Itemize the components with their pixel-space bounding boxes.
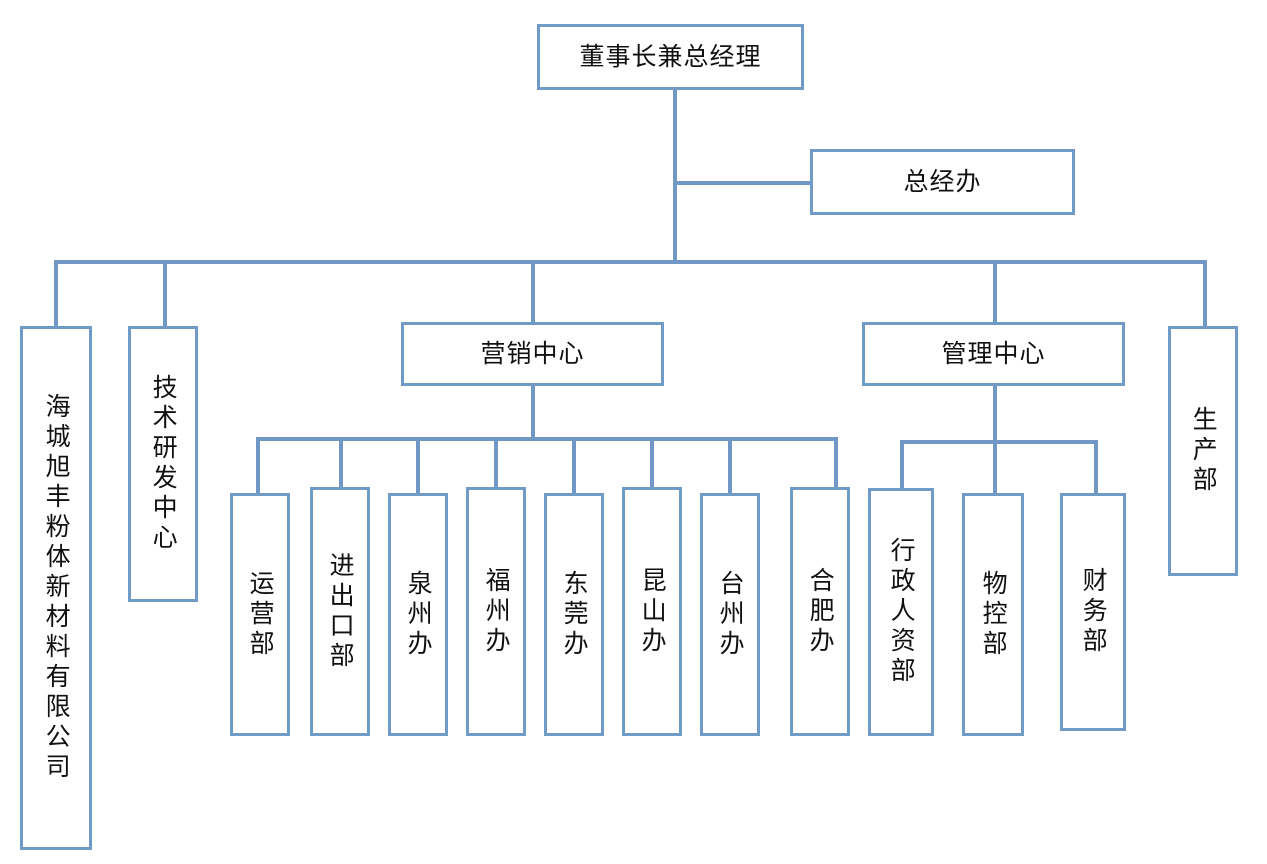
node-ceo[interactable]: 董事长兼总经理 xyxy=(537,24,804,90)
connector-drop-management xyxy=(993,260,997,322)
connector-ceo-to-gm-office xyxy=(673,181,813,185)
connector-drop-marketing xyxy=(531,260,535,322)
node-marketing-child-2[interactable]: 进出口部 xyxy=(310,487,370,736)
node-management-child-2-label: 物控部 xyxy=(979,569,1009,660)
node-management-center[interactable]: 管理中心 xyxy=(862,322,1125,386)
node-management-child-1[interactable]: 行政人资部 xyxy=(868,488,934,736)
connector-management-bus xyxy=(900,440,1098,444)
node-marketing-child-7[interactable]: 台州办 xyxy=(700,493,760,736)
node-marketing-child-2-label: 进出口部 xyxy=(326,551,356,672)
connector-marketing-trunk xyxy=(531,386,535,441)
node-management-center-label: 管理中心 xyxy=(941,339,1046,369)
node-marketing-child-5-label: 东莞办 xyxy=(560,569,590,660)
node-rnd-center-label: 技术研发中心 xyxy=(149,374,179,554)
node-production-dept[interactable]: 生产部 xyxy=(1168,326,1238,576)
node-ceo-label: 董事长兼总经理 xyxy=(579,42,762,72)
connector-drop-rnd xyxy=(163,260,167,326)
node-management-child-2[interactable]: 物控部 xyxy=(962,493,1024,736)
node-marketing-child-5[interactable]: 东莞办 xyxy=(544,493,604,736)
node-marketing-child-4[interactable]: 福州办 xyxy=(466,487,526,736)
node-rnd-center[interactable]: 技术研发中心 xyxy=(128,326,198,602)
node-company[interactable]: 海城旭丰粉体新材料有限公司 xyxy=(20,326,92,850)
connector-main-bus xyxy=(54,260,1207,264)
connector-drop-management-3 xyxy=(1094,440,1098,493)
node-gm-office[interactable]: 总经办 xyxy=(810,149,1075,215)
connector-drop-marketing-4 xyxy=(494,437,498,487)
node-company-label: 海城旭丰粉体新材料有限公司 xyxy=(42,393,72,783)
node-marketing-child-6-label: 昆山办 xyxy=(638,566,668,657)
node-management-child-3[interactable]: 财务部 xyxy=(1060,493,1126,731)
node-marketing-child-1-label: 运营部 xyxy=(246,569,276,660)
connector-drop-production xyxy=(1203,260,1207,326)
node-marketing-child-7-label: 台州办 xyxy=(716,569,746,660)
node-marketing-center[interactable]: 营销中心 xyxy=(401,322,664,386)
node-marketing-child-4-label: 福州办 xyxy=(482,566,512,657)
node-gm-office-label: 总经办 xyxy=(903,167,982,197)
node-marketing-child-1[interactable]: 运营部 xyxy=(230,493,290,736)
connector-drop-marketing-8 xyxy=(834,437,838,487)
node-marketing-child-3[interactable]: 泉州办 xyxy=(388,493,448,736)
connector-ceo-trunk xyxy=(673,89,677,264)
connector-drop-marketing-7 xyxy=(728,437,732,493)
node-management-child-1-label: 行政人资部 xyxy=(887,537,917,687)
node-marketing-child-6[interactable]: 昆山办 xyxy=(622,487,682,736)
connector-drop-marketing-2 xyxy=(339,437,343,487)
node-management-child-3-label: 财务部 xyxy=(1079,567,1109,657)
connector-drop-marketing-1 xyxy=(256,437,260,493)
connector-drop-management-2 xyxy=(993,440,997,493)
connector-drop-marketing-5 xyxy=(572,437,576,493)
node-marketing-child-8[interactable]: 合肥办 xyxy=(790,487,850,736)
node-production-dept-label: 生产部 xyxy=(1189,406,1219,496)
node-marketing-child-8-label: 合肥办 xyxy=(806,566,836,657)
connector-drop-marketing-3 xyxy=(416,437,420,493)
node-marketing-center-label: 营销中心 xyxy=(480,339,585,369)
connector-marketing-bus xyxy=(256,437,838,441)
connector-drop-management-1 xyxy=(900,440,904,488)
connector-drop-company xyxy=(54,260,58,326)
node-marketing-child-3-label: 泉州办 xyxy=(404,569,434,660)
connector-drop-marketing-6 xyxy=(650,437,654,487)
connector-management-trunk xyxy=(993,386,997,444)
